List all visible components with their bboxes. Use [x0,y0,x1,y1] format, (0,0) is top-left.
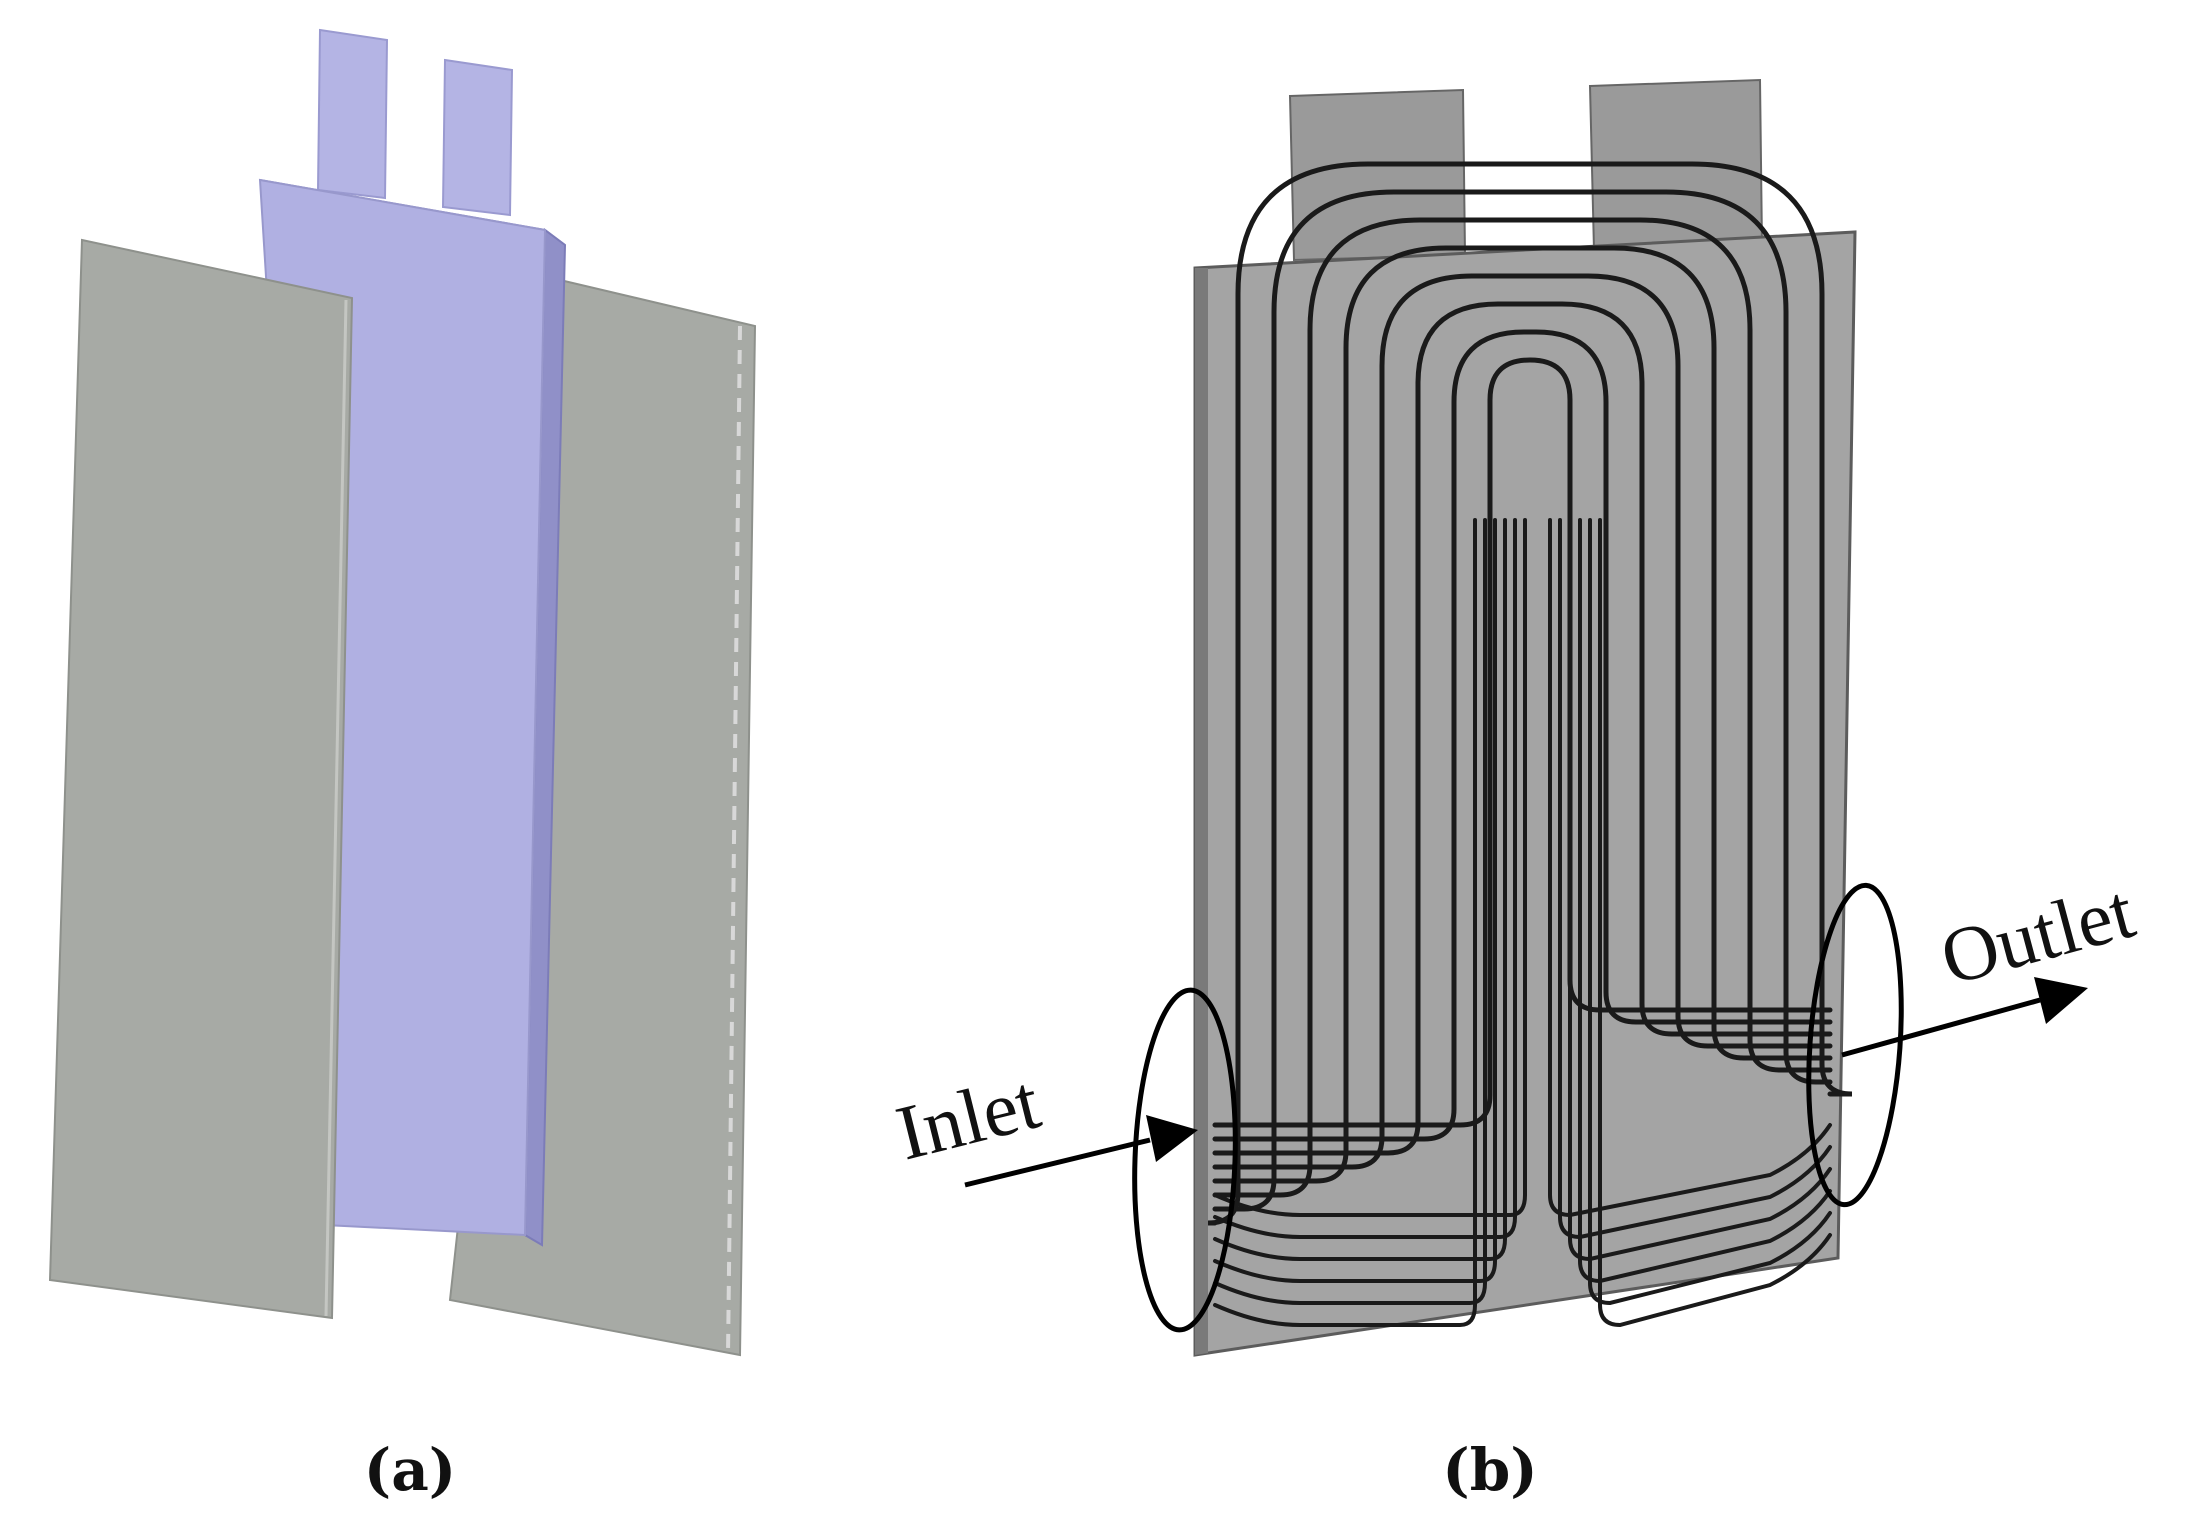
cell-tab-left [316,28,389,200]
left-cooling-plate [48,238,354,1320]
outlet-ellipse [1806,882,1904,1208]
inlet-ellipse [1132,987,1238,1333]
channel-path [1212,217,1833,1198]
channel-path [1212,273,1833,1170]
panel-a: (a) [48,28,757,1504]
caption-b: (b) [1442,1436,1537,1504]
return-channel-path [1213,518,1832,1262]
channel-path [1212,189,1833,1212]
caption-a: (a) [364,1436,456,1504]
outlet-arrow-shaft [1841,997,2041,1058]
panel-b: Inlet Outlet (b) [888,78,2143,1504]
left-plate-edge [324,299,348,1317]
right-plate-edge [726,325,742,1356]
channel-path [1207,161,1853,1226]
outlet-arrowhead [2034,977,2088,1024]
inlet-label: Inlet [888,1057,1048,1176]
inlet-arrowhead [1146,1115,1198,1162]
channel-path [1212,245,1833,1184]
inlet-arrow-shaft [964,1137,1151,1188]
serpentine-channels [1207,161,1853,1328]
channel-path [1212,329,1833,1142]
return-channel-path [1213,518,1832,1284]
cell-tab-right [441,58,514,217]
channel-path [1212,357,1833,1128]
return-channel-path [1213,518,1832,1328]
channel-path [1212,301,1833,1156]
cold-plate-edge [1195,268,1208,1355]
plate-tab-left [1288,88,1467,262]
return-channel-path [1213,518,1832,1306]
